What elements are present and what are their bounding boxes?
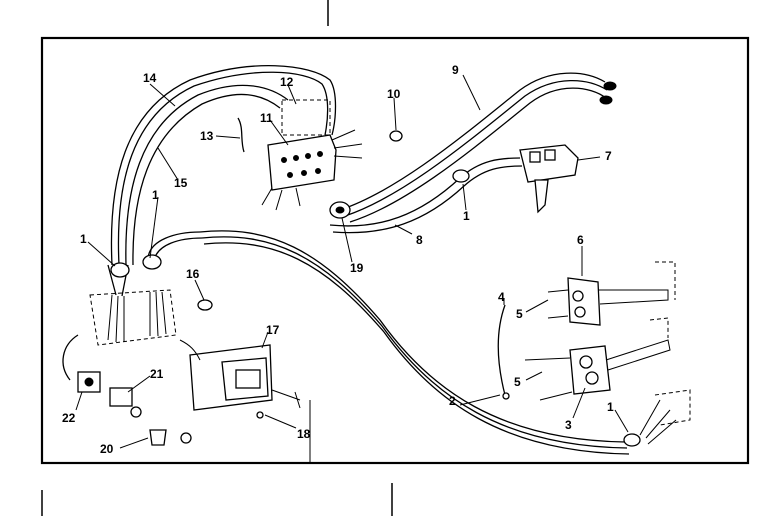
callout-12: 12 [280,75,294,89]
part-16 [197,299,213,311]
harness-14-15 [110,65,337,266]
terminal-block-11 [261,99,363,219]
callout-19: 19 [350,261,364,275]
callout-21: 21 [150,367,164,381]
callout-1: 1 [607,400,614,414]
harness-8 [329,157,523,234]
switch-3 [524,317,671,401]
wire-4 [497,304,506,396]
callout-3: 3 [565,418,572,432]
board-17 [179,339,301,411]
callout-1: 1 [463,209,470,223]
callout-5: 5 [516,307,523,321]
leader-lines [75,74,629,449]
part-10 [389,130,403,142]
plug-9b [599,95,613,105]
callout-17: 17 [266,323,280,337]
grommet-1-top [452,169,470,183]
callout-1: 1 [152,188,159,202]
callout-11: 11 [260,111,273,125]
grommet-1-mid [142,254,162,270]
box-12 [281,99,331,136]
part-18 [256,411,264,419]
callout-10: 10 [387,87,401,101]
diagram-frame [40,36,750,465]
part-21 [109,387,133,407]
callout-18: 18 [297,427,311,441]
connector-7 [519,144,579,214]
callout-15: 15 [174,176,188,190]
callout-6: 6 [577,233,584,247]
harness-2 [199,230,691,455]
callout-16: 16 [186,267,200,281]
callout-1: 1 [80,232,87,246]
part-13 [237,117,245,153]
callout-14: 14 [143,71,157,85]
callout-4: 4 [498,290,505,304]
junction-box [89,231,203,346]
callout-13: 13 [200,129,214,143]
callout-20: 20 [100,442,114,456]
part-20 [130,406,192,446]
plug-9a [603,81,617,91]
grommet-1-bottom [623,433,641,447]
part-22 [62,334,101,393]
callout-labels: 1 1 1 1 2 3 4 5 5 6 7 8 9 10 11 12 13 14… [62,63,614,456]
callout-9: 9 [452,63,459,77]
callout-5: 5 [514,375,521,389]
callout-2: 2 [449,394,456,408]
callout-8: 8 [416,233,423,247]
harness-9 [339,72,617,223]
grommet-1-left [110,262,130,278]
switch-6 [547,261,676,326]
callout-7: 7 [605,149,612,163]
callout-22: 22 [62,411,76,425]
